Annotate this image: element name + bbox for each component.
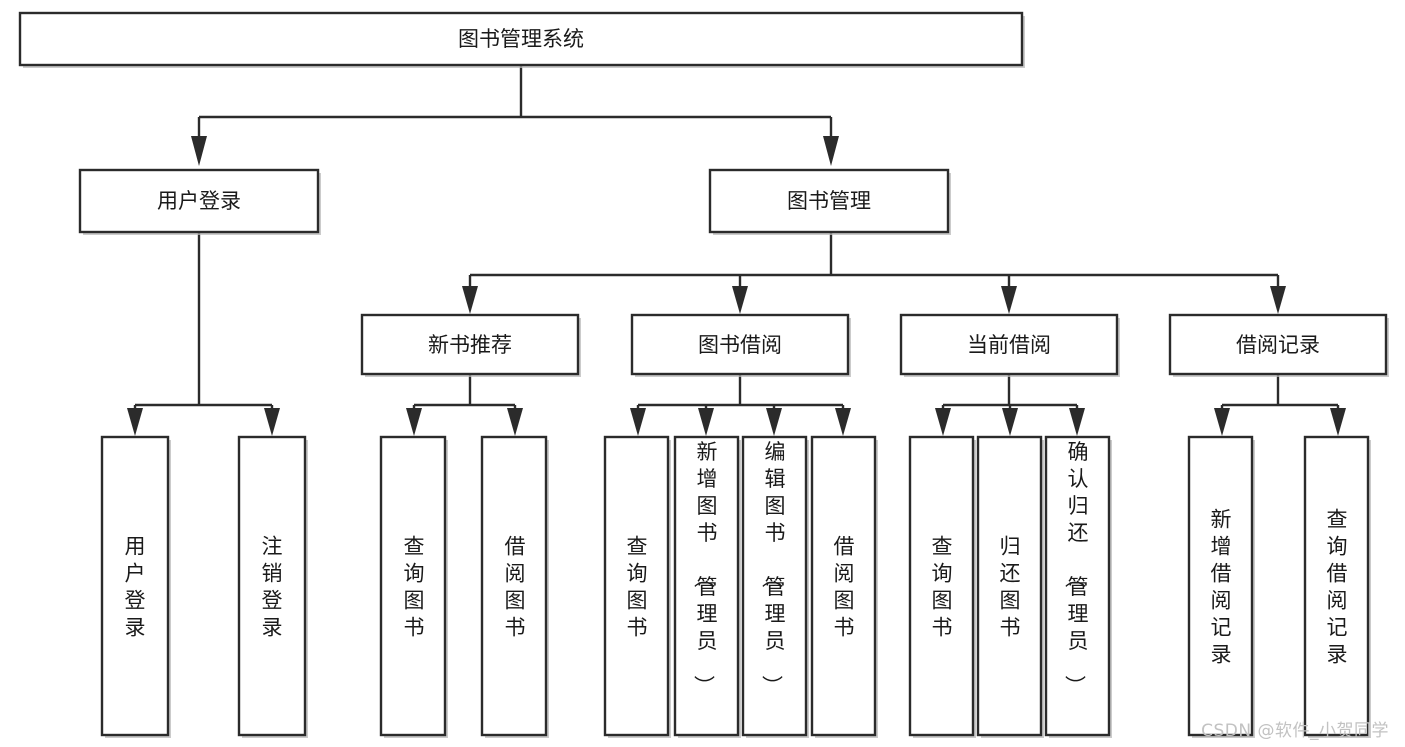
arrow-head-bb-borrow-book	[835, 408, 851, 436]
node-leaf-bb-edit-book[interactable]: 编辑图书（管理员）	[741, 435, 809, 738]
arrow-head-nb-query-book	[406, 408, 422, 436]
arrow-head-leaf-user-login	[127, 408, 143, 436]
arrow-head-book-borrow	[732, 286, 748, 314]
node-box	[18, 11, 1024, 67]
node-box	[908, 435, 975, 737]
node-leaf-nb-borrow-book[interactable]: 借阅图书	[480, 435, 549, 738]
node-box	[673, 435, 740, 737]
csdn-watermark: CSDN @软件_小贺同学	[1201, 721, 1389, 741]
node-current-borrow[interactable]: 当前借阅	[899, 313, 1120, 377]
node-leaf-br-add-record[interactable]: 新增借阅记录	[1187, 435, 1255, 738]
node-box	[630, 313, 850, 376]
node-leaf-bb-add-book[interactable]: 新增图书（管理员）	[673, 435, 741, 738]
arrow-head-cb-confirm-return	[1069, 408, 1085, 436]
leaf-label: 借阅图书	[834, 535, 855, 640]
node-label-user-login: 用户登录	[157, 189, 241, 213]
arrow-head-borrow-record	[1270, 286, 1286, 314]
node-root-system[interactable]: 图书管理系统	[18, 11, 1025, 68]
node-box	[1187, 435, 1254, 737]
leaf-label: 新增图书（管理员）	[692, 440, 718, 696]
leaf-label: 查询图书	[627, 535, 648, 640]
arrow-head-user-login	[191, 136, 207, 166]
node-leaf-cb-return-book[interactable]: 归还图书	[976, 435, 1044, 738]
node-box	[480, 435, 548, 737]
arrow-head-br-add-record	[1214, 408, 1230, 436]
node-label-book-manage: 图书管理	[787, 189, 871, 213]
node-box	[1044, 435, 1111, 737]
leaf-label: 注销登录	[262, 535, 283, 640]
leaf-label: 用户登录	[125, 535, 146, 640]
arrow-head-cb-query-book	[935, 408, 951, 436]
arrow-head-leaf-logout	[264, 408, 280, 436]
node-leaf-cb-confirm-return[interactable]: 确认归还（管理员）	[1044, 435, 1112, 738]
node-box	[899, 313, 1119, 376]
node-borrow-record[interactable]: 借阅记录	[1168, 313, 1389, 377]
node-box	[1168, 313, 1388, 376]
arrow-head-br-query-record	[1330, 408, 1346, 436]
node-leaf-cb-query-book[interactable]: 查询图书	[908, 435, 976, 738]
node-box	[360, 313, 580, 376]
node-box	[237, 435, 307, 737]
node-leaf-nb-query-book[interactable]: 查询图书	[379, 435, 448, 738]
leaf-label: 查询图书	[404, 535, 425, 640]
node-user-login[interactable]: 用户登录	[78, 168, 321, 235]
node-box	[976, 435, 1043, 737]
node-label-current-borrow: 当前借阅	[967, 333, 1051, 357]
leaf-label: 借阅图书	[505, 535, 526, 640]
arrow-head-book-manage	[823, 136, 839, 166]
node-box	[741, 435, 808, 737]
leaf-label: 查询借阅记录	[1327, 508, 1348, 667]
node-book-borrow[interactable]: 图书借阅	[630, 313, 851, 377]
connector-layer	[127, 65, 1346, 436]
arrow-head-cb-return-book	[1002, 408, 1018, 436]
leaf-label: 确认归还（管理员）	[1063, 440, 1089, 696]
node-leaf-user-login[interactable]: 用户登录	[100, 435, 171, 738]
node-box	[100, 435, 170, 737]
node-leaf-bb-borrow-book[interactable]: 借阅图书	[810, 435, 878, 738]
leaf-label: 新增借阅记录	[1211, 508, 1232, 667]
node-box	[708, 168, 950, 234]
node-box	[78, 168, 320, 234]
arrow-head-bb-add-book	[698, 408, 714, 436]
node-box	[810, 435, 877, 737]
node-box	[379, 435, 447, 737]
node-box	[1303, 435, 1370, 737]
arrow-head-current-borrow	[1001, 286, 1017, 314]
node-label-root: 图书管理系统	[458, 27, 584, 51]
arrow-head-bb-query-book	[630, 408, 646, 436]
leaf-label: 查询图书	[932, 535, 953, 640]
leaf-label: 编辑图书（管理员）	[760, 440, 786, 696]
node-leaf-bb-query-book[interactable]: 查询图书	[603, 435, 671, 738]
arrow-head-bb-edit-book	[766, 408, 782, 436]
arrow-head-new-book	[462, 286, 478, 314]
arrow-head-nb-borrow-book	[507, 408, 523, 436]
node-box	[603, 435, 670, 737]
node-leaf-br-query-record[interactable]: 查询借阅记录	[1303, 435, 1371, 738]
node-leaf-logout[interactable]: 注销登录	[237, 435, 308, 738]
node-label-book-borrow: 图书借阅	[698, 333, 782, 357]
node-label-borrow-record: 借阅记录	[1236, 333, 1320, 357]
leaf-label: 归还图书	[1000, 535, 1021, 640]
node-label-new-book-recommend: 新书推荐	[428, 333, 512, 357]
node-book-manage[interactable]: 图书管理	[708, 168, 951, 235]
node-new-book-recommend[interactable]: 新书推荐	[360, 313, 581, 377]
